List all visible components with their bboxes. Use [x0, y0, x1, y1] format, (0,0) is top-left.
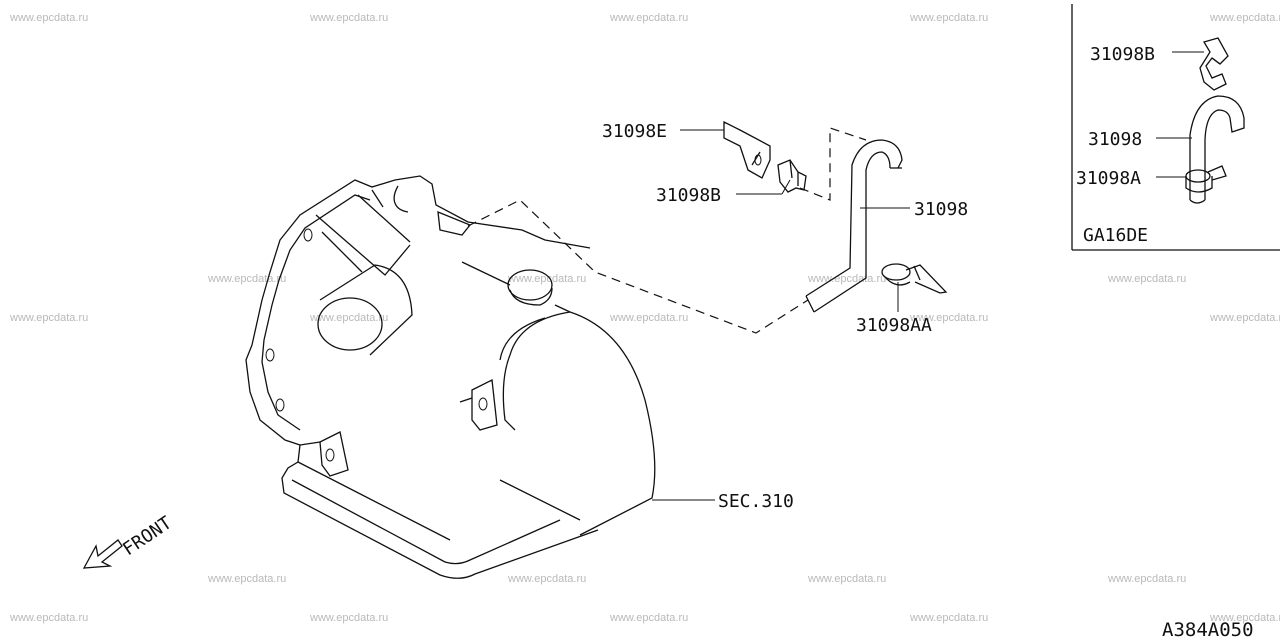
watermark: www.epcdata.ru	[609, 612, 688, 624]
watermark: www.epcdata.ru	[9, 12, 88, 24]
label-31098aa: 31098AA	[856, 315, 932, 336]
watermark: www.epcdata.ru	[909, 612, 988, 624]
label-sec-310: SEC.310	[718, 491, 794, 512]
diagram-code: A384A050	[1162, 619, 1254, 640]
watermark: www.epcdata.ru	[1107, 573, 1186, 585]
routing-dash	[799, 127, 867, 201]
watermark: www.epcdata.ru	[309, 12, 388, 24]
watermark: www.epcdata.ru	[1209, 312, 1280, 324]
inset-label-31098a: 31098A	[1076, 168, 1141, 189]
watermark: www.epcdata.ru	[1209, 612, 1280, 624]
watermark: www.epcdata.ru	[507, 573, 586, 585]
bracket-31098e-part	[723, 120, 771, 179]
watermark: www.epcdata.ru	[909, 12, 988, 24]
front-label: FRONT	[119, 512, 176, 560]
watermark: www.epcdata.ru	[909, 312, 988, 324]
front-arrow-icon	[82, 539, 123, 569]
label-31098b: 31098B	[656, 185, 721, 206]
leader-lines	[652, 129, 910, 501]
inset-label-31098b: 31098B	[1090, 44, 1155, 65]
watermark: www.epcdata.ru	[9, 612, 88, 624]
watermark: www.epcdata.ru	[1107, 273, 1186, 285]
inset-clamp-part	[1185, 165, 1227, 193]
watermark: www.epcdata.ru	[207, 573, 286, 585]
watermark: www.epcdata.ru	[609, 312, 688, 324]
label-31098e: 31098E	[602, 121, 667, 142]
inset-panel: 31098B 31098 31098A GA16DE	[1071, 4, 1280, 251]
watermark: www.epcdata.ru	[507, 273, 586, 285]
watermark: www.epcdata.ru	[309, 612, 388, 624]
label-31098: 31098	[914, 199, 968, 220]
clamp-31098aa-part	[881, 263, 948, 294]
watermark: www.epcdata.ru	[807, 273, 886, 285]
watermark: www.epcdata.ru	[9, 312, 88, 324]
watermark: www.epcdata.ru	[1209, 12, 1280, 24]
inset-clip-part	[1199, 37, 1229, 91]
watermark: www.epcdata.ru	[207, 273, 286, 285]
watermark: www.epcdata.ru	[309, 312, 388, 324]
hose-31098-part	[805, 139, 903, 313]
watermark: www.epcdata.ru	[807, 573, 886, 585]
inset-label-31098: 31098	[1088, 129, 1142, 150]
watermarks: www.epcdata.ru www.epcdata.ru www.epcdat…	[9, 12, 1280, 624]
clip-31098b-part	[777, 159, 807, 193]
watermark: www.epcdata.ru	[609, 12, 688, 24]
inset-hose-part	[1189, 95, 1245, 204]
routing-dash	[467, 199, 809, 334]
inset-engine-label: GA16DE	[1083, 225, 1148, 246]
transaxle-housing	[245, 175, 656, 579]
